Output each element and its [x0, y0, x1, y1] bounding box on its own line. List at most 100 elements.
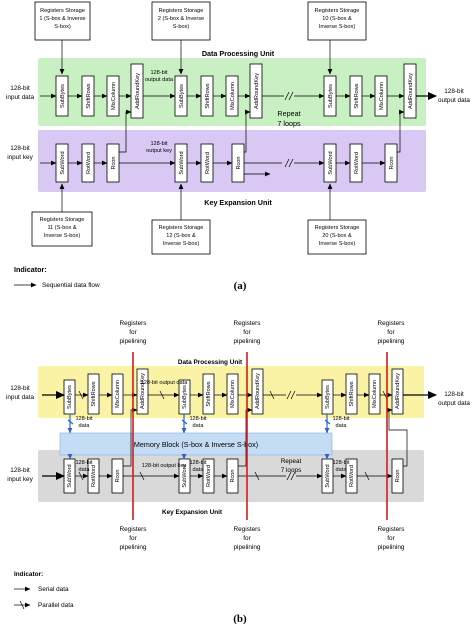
svg-text:RotWord: RotWord — [354, 152, 360, 174]
svg-text:for: for — [387, 535, 395, 542]
svg-text:MixColumn: MixColumn — [230, 380, 236, 408]
svg-text:Rcon: Rcon — [230, 469, 236, 482]
indicator-title: Indicator: — [14, 265, 47, 274]
svg-text:Registers Storage: Registers Storage — [315, 8, 360, 14]
round-1-data-blocks: SubBytes ShiftRows MixColumn AddRoundKey — [55, 63, 144, 119]
svg-text:Registers Storage: Registers Storage — [40, 8, 85, 14]
memory-block-label: Memory Block (S-box & Inverse S-box) — [134, 440, 258, 449]
svg-text:for: for — [243, 329, 251, 336]
svg-text:for: for — [387, 329, 395, 336]
svg-text:pipelining: pipelining — [119, 338, 146, 345]
svg-text:12 (S-box &: 12 (S-box & — [166, 233, 196, 239]
svg-text:Rcon: Rcon — [115, 469, 121, 482]
svg-text:Rcon: Rcon — [111, 156, 117, 169]
svg-text:AddRoundKey: AddRoundKey — [135, 73, 141, 109]
svg-text:AddRoundKey: AddRoundKey — [408, 73, 414, 109]
svg-text:Inverse S-box): Inverse S-box) — [319, 24, 356, 30]
svg-text:Sequential data flow: Sequential data flow — [42, 282, 100, 289]
storage-box-2: Registers Storage 2 (S-box & Inverse S-b… — [151, 1, 211, 41]
svg-text:pipelining: pipelining — [119, 544, 146, 551]
svg-text:RotWord: RotWord — [349, 465, 355, 487]
svg-text:Registers: Registers — [234, 320, 261, 327]
svg-text:SubWord: SubWord — [182, 464, 188, 487]
round-1-key-blocks: SubWord RotWord Rcon — [55, 143, 120, 183]
svg-text:Registers Storage: Registers Storage — [159, 225, 204, 231]
svg-text:RotWord: RotWord — [206, 465, 212, 487]
svg-text:RotWord: RotWord — [86, 152, 92, 174]
svg-text:pipelining: pipelining — [377, 544, 404, 551]
svg-text:Registers Storage: Registers Storage — [40, 217, 85, 223]
round-2-data-blocks: SubBytes ShiftRows MixColumn AddRoundKey — [178, 368, 264, 415]
svg-text:data: data — [79, 467, 91, 473]
svg-text:data: data — [79, 423, 91, 429]
round-1-key-blocks: SubWord RotWord Rcon — [63, 458, 124, 494]
svg-text:Repeat: Repeat — [281, 458, 302, 465]
svg-text:pipelining: pipelining — [233, 338, 260, 345]
svg-text:Parallel data: Parallel data — [38, 602, 74, 609]
svg-text:MixColumn: MixColumn — [379, 82, 385, 110]
svg-text:128-bit: 128-bit — [75, 416, 93, 422]
svg-text:2 (S-box & Inverse: 2 (S-box & Inverse — [158, 16, 204, 22]
addroundkey-block — [130, 63, 144, 119]
svg-text:input key: input key — [7, 154, 33, 161]
svg-text:20 (S-box &: 20 (S-box & — [322, 233, 352, 239]
svg-text:input key: input key — [7, 476, 33, 483]
svg-text:7 loops: 7 loops — [277, 119, 301, 128]
svg-text:AddRoundKey: AddRoundKey — [254, 73, 260, 109]
svg-text:Registers: Registers — [378, 320, 405, 327]
svg-text:SubBytes: SubBytes — [328, 84, 334, 108]
svg-text:data: data — [336, 467, 348, 473]
svg-text:input data: input data — [6, 394, 35, 401]
svg-text:output key: output key — [146, 148, 172, 154]
svg-text:ShiftRows: ShiftRows — [354, 83, 360, 108]
svg-text:RotWord: RotWord — [205, 152, 211, 174]
svg-text:Rcon: Rcon — [395, 469, 401, 482]
svg-text:SubBytes: SubBytes — [179, 84, 185, 108]
storage-box-12: Registers Storage 12 (S-box & Inverse S-… — [151, 219, 211, 255]
svg-text:AddRoundKey: AddRoundKey — [395, 373, 401, 409]
svg-text:128-bit: 128-bit — [444, 88, 464, 95]
svg-text:ShiftRows: ShiftRows — [349, 381, 355, 406]
svg-text:Registers Storage: Registers Storage — [159, 8, 204, 14]
svg-text:RotWord: RotWord — [91, 465, 97, 487]
svg-text:128-bit: 128-bit — [150, 70, 168, 76]
svg-text:Registers: Registers — [234, 526, 261, 533]
svg-text:7 loops: 7 loops — [281, 467, 302, 474]
svg-text:Serial data: Serial data — [38, 586, 69, 593]
svg-text:for: for — [129, 535, 137, 542]
svg-text:output data: output data — [438, 400, 470, 407]
svg-text:128-bit: 128-bit — [444, 391, 464, 398]
svg-text:ShiftRows: ShiftRows — [206, 381, 212, 406]
svg-text:data: data — [193, 467, 205, 473]
svg-text:Registers Storage: Registers Storage — [315, 225, 360, 231]
svg-text:128-bit: 128-bit — [150, 141, 168, 147]
svg-text:SubWord: SubWord — [67, 464, 73, 487]
svg-text:AddRoundKey: AddRoundKey — [255, 373, 261, 409]
svg-text:MixColumn: MixColumn — [111, 82, 117, 110]
svg-text:Registers: Registers — [378, 526, 405, 533]
svg-text:SubBytes: SubBytes — [182, 385, 188, 409]
svg-text:Inverse S-box): Inverse S-box) — [44, 233, 81, 239]
svg-text:for: for — [129, 329, 137, 336]
svg-text:ShiftRows: ShiftRows — [86, 83, 92, 108]
storage-box-20: Registers Storage 20 (S-box & Inverse S-… — [307, 219, 367, 255]
svg-text:128-bit output key: 128-bit output key — [142, 463, 187, 469]
svg-text:ShiftRows: ShiftRows — [205, 83, 211, 108]
svg-text:Registers: Registers — [120, 320, 147, 327]
svg-text:10 (S-box &: 10 (S-box & — [322, 16, 352, 22]
svg-text:128-bit: 128-bit — [10, 85, 30, 92]
svg-text:output data: output data — [438, 97, 470, 104]
svg-text:SubBytes: SubBytes — [325, 385, 331, 409]
svg-text:ShiftRows: ShiftRows — [91, 381, 97, 406]
key-unit-title: Key Expansion Unit — [204, 198, 272, 207]
round-2-key-blocks: SubWord RotWord Rcon — [174, 143, 245, 183]
svg-text:128-bit: 128-bit — [10, 385, 30, 392]
caption-a: (a) — [234, 280, 247, 292]
svg-text:data: data — [336, 423, 348, 429]
svg-text:128-bit output data: 128-bit output data — [141, 380, 189, 386]
svg-text:SubBytes: SubBytes — [60, 84, 66, 108]
indicator-title: Indicator: — [14, 571, 43, 578]
svg-text:128-bit: 128-bit — [10, 145, 30, 152]
data-unit-title: Data Processing Unit — [178, 359, 243, 366]
